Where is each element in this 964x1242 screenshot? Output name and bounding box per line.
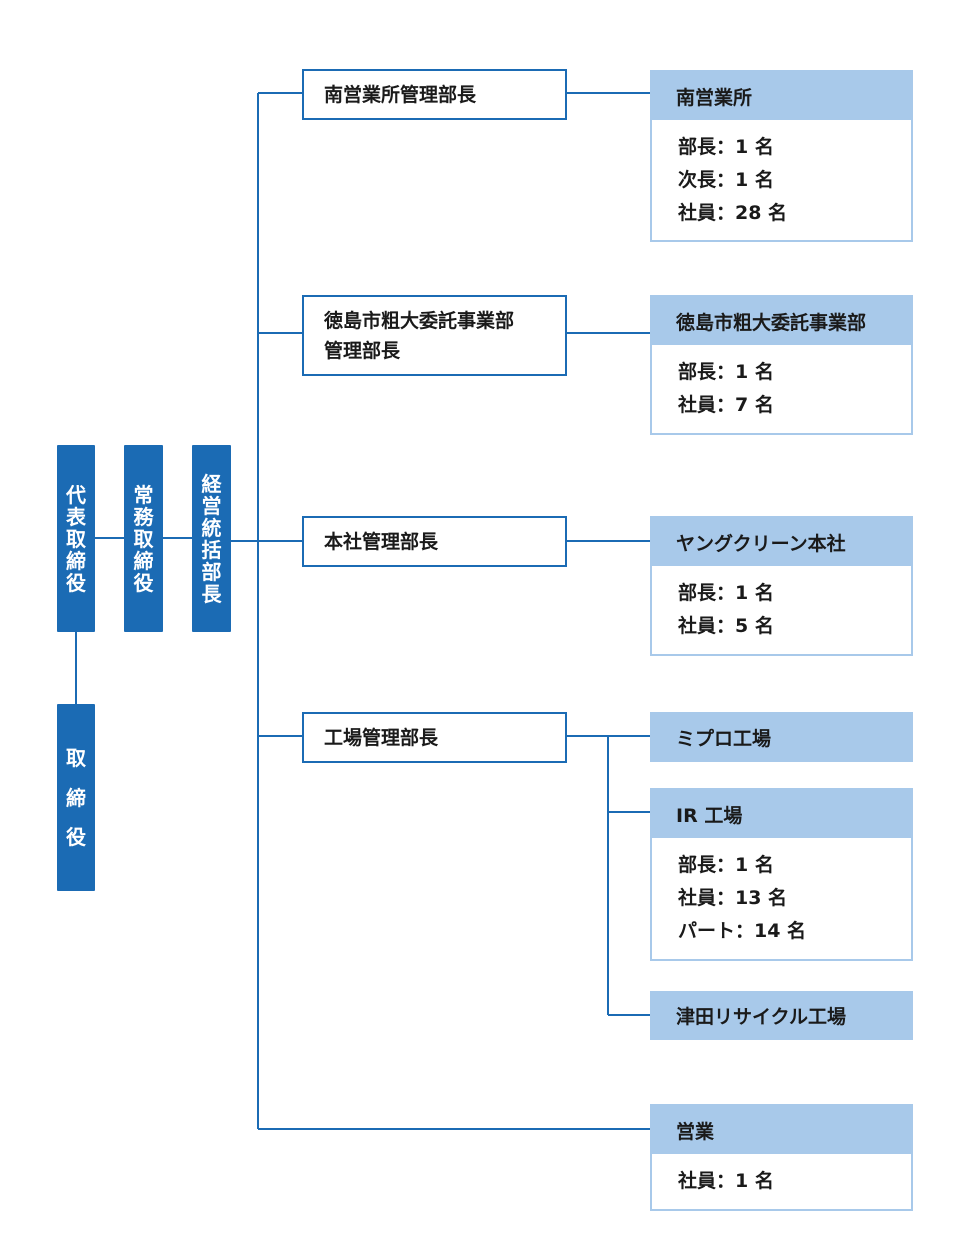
- unit-row: 部長：1 名: [678, 582, 774, 604]
- unit-tokushima: 徳島市粗大委託事業部 部長：1 名 社員：7 名: [650, 295, 913, 435]
- factory-manager-label: 工場管理部長: [324, 726, 439, 749]
- unit-title: 徳島市粗大委託事業部: [652, 297, 911, 345]
- unit-honsha: ヤングクリーン本社 部長：1 名 社員：5 名: [650, 516, 913, 656]
- unit-row: 社員：28 名: [678, 202, 788, 224]
- honsha-manager-box: 本社管理部長: [302, 516, 567, 567]
- general-manager-box: 経 営 統 括 部 長: [192, 445, 231, 632]
- tokushima-manager-label-2: 管理部長: [324, 339, 401, 362]
- unit-title: 南営業所: [652, 72, 911, 120]
- unit-row: 部長：1 名: [678, 361, 774, 383]
- unit-row: パート：14 名: [678, 920, 807, 942]
- honsha-manager-label: 本社管理部長: [324, 530, 439, 553]
- unit-tsuda: 津田リサイクル工場: [650, 991, 913, 1040]
- unit-row: 次長：1 名: [678, 169, 774, 191]
- minami-manager-box: 南営業所管理部長: [302, 69, 567, 120]
- unit-row: 社員：1 名: [678, 1170, 774, 1192]
- unit-title: 営業: [652, 1106, 911, 1154]
- unit-minami: 南営業所 部長：1 名 次長：1 名 社員：28 名: [650, 70, 913, 242]
- unit-title: IR 工場: [652, 790, 911, 838]
- unit-ir: IR 工場 部長：1 名 社員：13 名 パート：14 名: [650, 788, 913, 961]
- tokushima-manager-box: 徳島市粗大委託事業部 管理部長: [302, 295, 567, 376]
- unit-sales: 営業 社員：1 名: [650, 1104, 913, 1211]
- unit-title: ヤングクリーン本社: [652, 518, 911, 566]
- factory-manager-box: 工場管理部長: [302, 712, 567, 763]
- managing-director-box: 常 務 取 締 役: [124, 445, 163, 632]
- unit-title: 津田リサイクル工場: [652, 993, 911, 1038]
- unit-row: 部長：1 名: [678, 854, 774, 876]
- unit-row: 部長：1 名: [678, 136, 774, 158]
- unit-title: ミプロ工場: [652, 714, 911, 760]
- unit-mipro: ミプロ工場: [650, 712, 913, 762]
- unit-row: 社員：13 名: [678, 887, 788, 909]
- minami-manager-label: 南営業所管理部長: [324, 83, 477, 106]
- tokushima-manager-label-1: 徳島市粗大委託事業部: [324, 309, 515, 332]
- unit-row: 社員：5 名: [678, 615, 774, 637]
- director-box: 取 締 役: [57, 704, 95, 891]
- representative-director-box: 代 表 取 締 役: [57, 445, 95, 632]
- unit-row: 社員：7 名: [678, 394, 774, 416]
